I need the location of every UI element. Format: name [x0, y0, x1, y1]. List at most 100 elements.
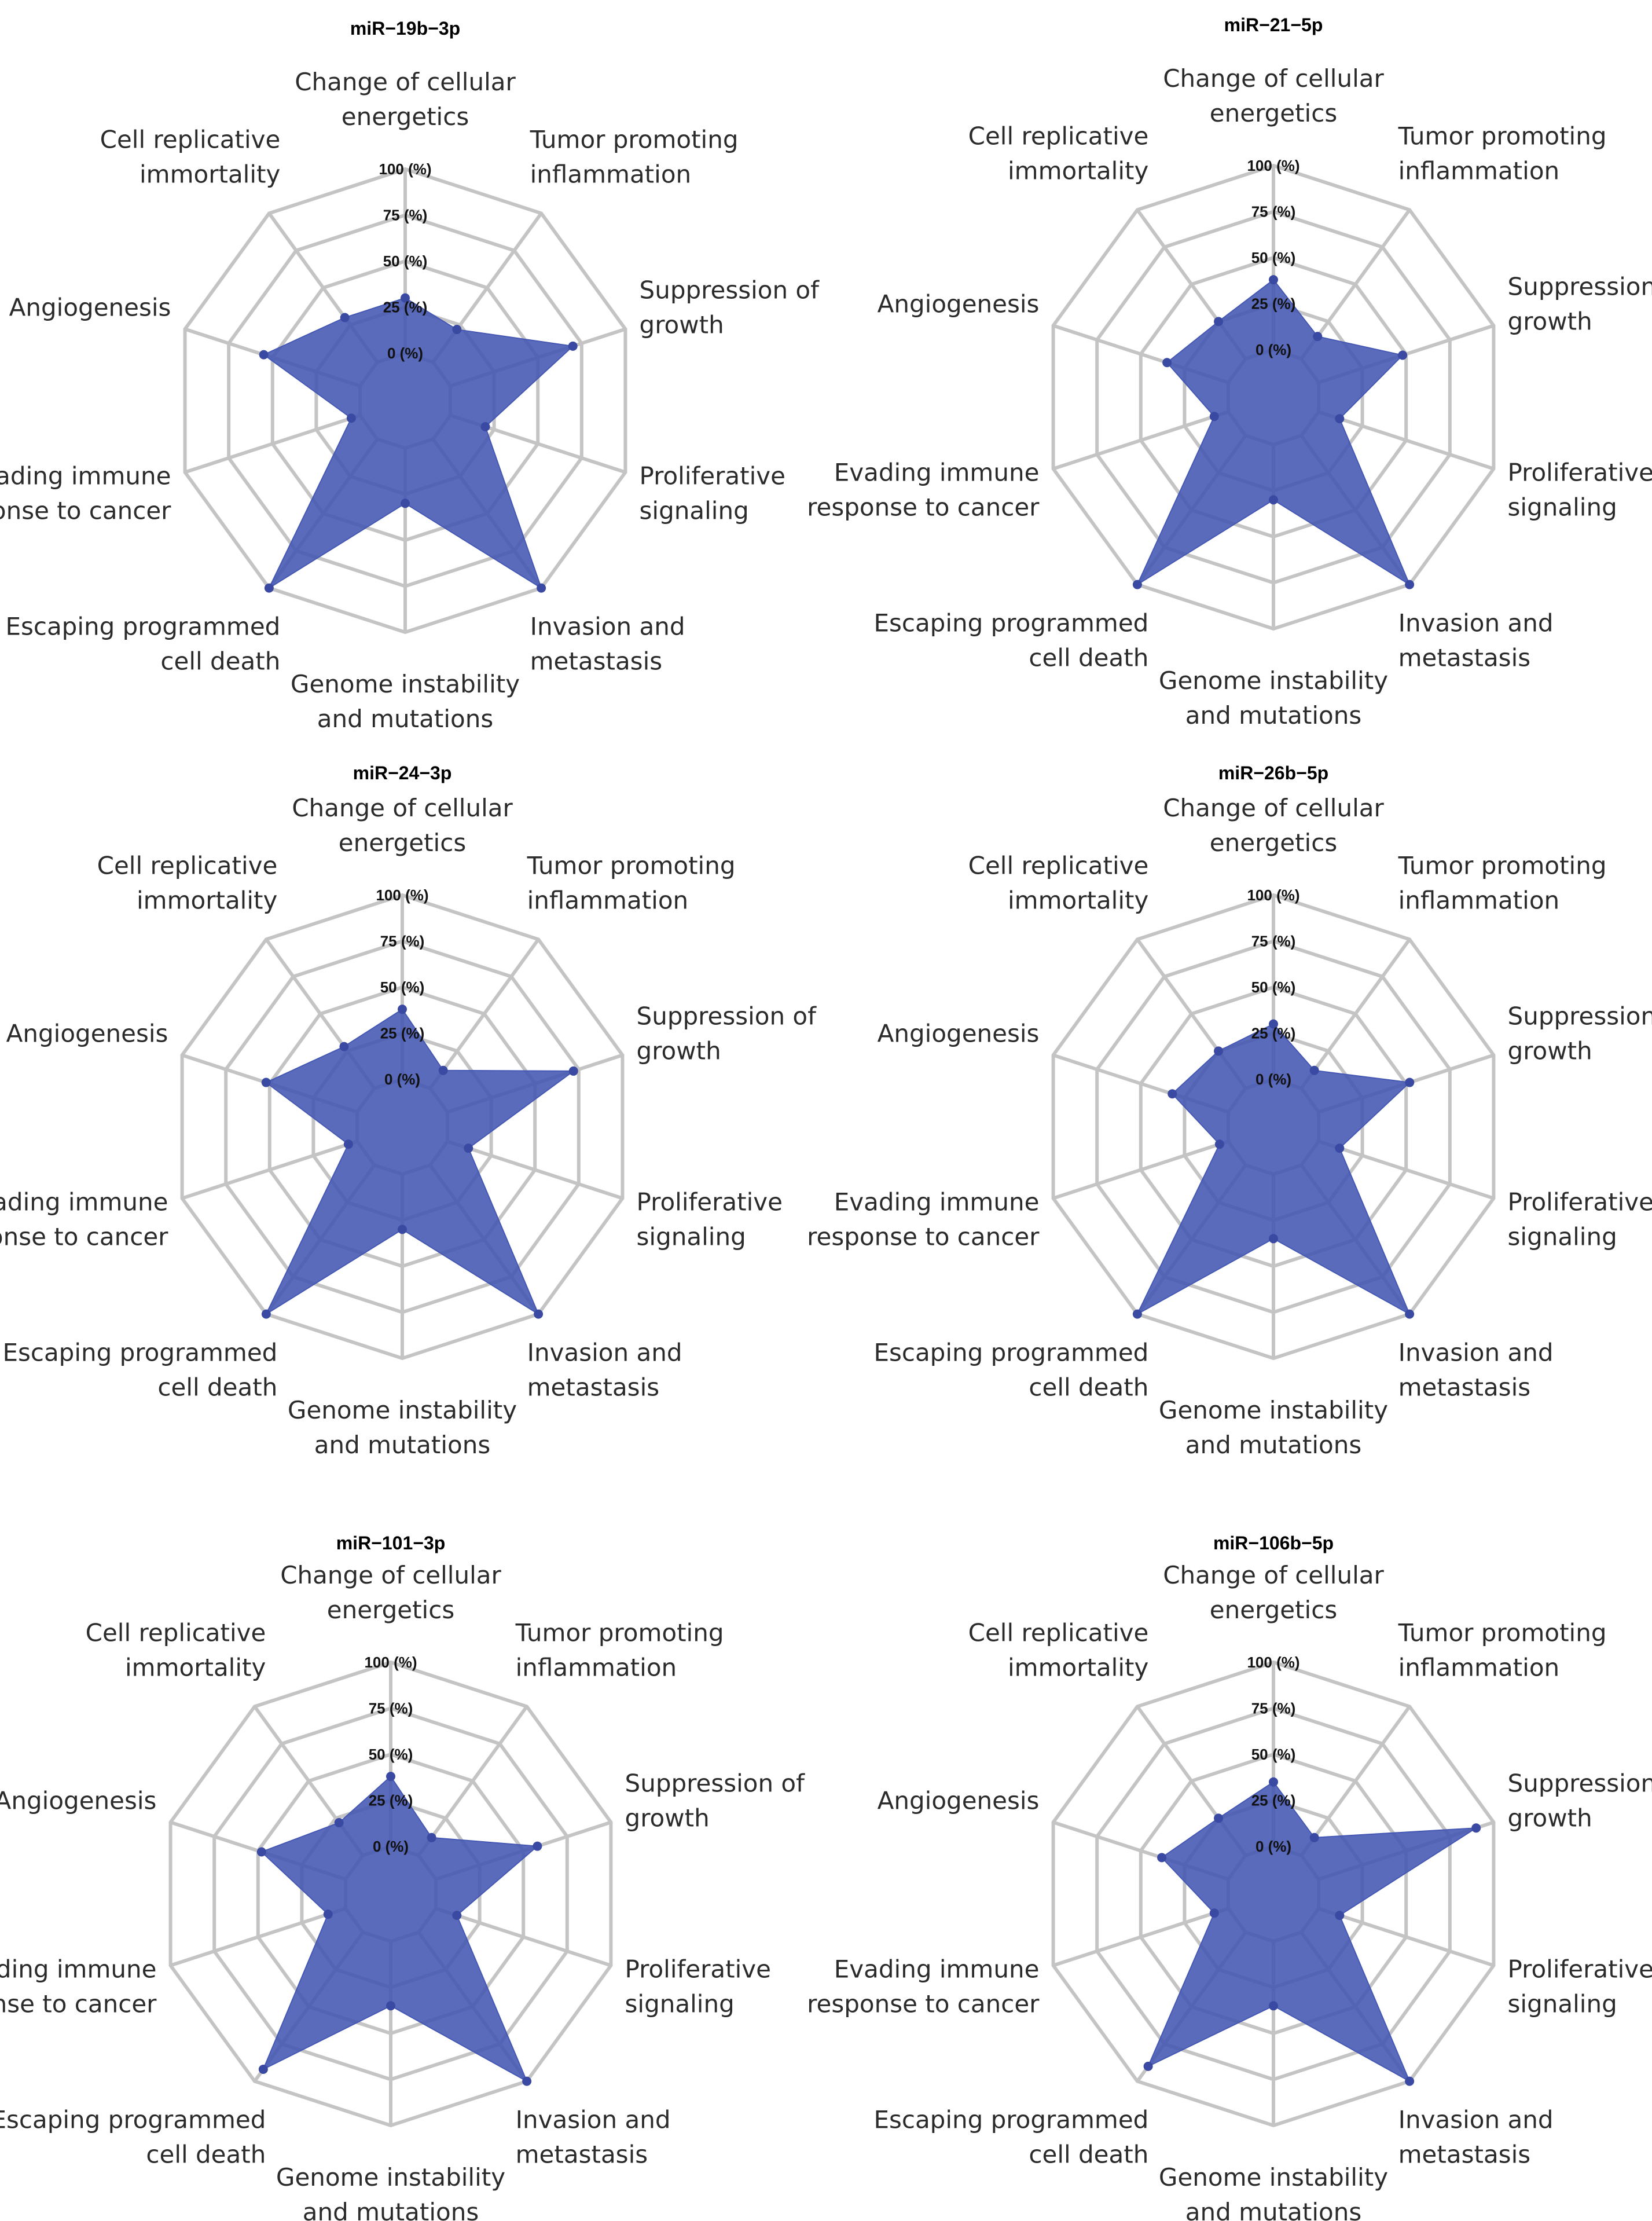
axis-label-angiogenesis: Angiogenesis	[6, 1019, 168, 1047]
axis-spoke	[417, 1705, 528, 1857]
tick-label: 25 (%)	[369, 1792, 413, 1809]
data-point	[1214, 1813, 1224, 1823]
data-point	[261, 1309, 271, 1319]
tick-label: 0 (%)	[1255, 1838, 1291, 1855]
data-point	[340, 313, 350, 322]
data-point	[1405, 1077, 1415, 1087]
tick-label: 50 (%)	[1251, 1746, 1296, 1763]
tick-label: 75 (%)	[1251, 203, 1296, 221]
data-point	[1405, 580, 1415, 589]
data-point	[1132, 580, 1142, 589]
axis-label-angiogenesis: Angiogenesis	[0, 1786, 156, 1815]
axis-label-angiogenesis: Angiogenesis	[878, 1019, 1040, 1047]
tick-label: 100 (%)	[376, 886, 428, 904]
data-point	[1157, 1853, 1167, 1863]
data-area	[265, 1009, 574, 1315]
data-point	[1269, 1234, 1278, 1244]
data-point	[261, 1077, 271, 1087]
data-point	[258, 2065, 268, 2075]
data-point	[533, 1841, 542, 1851]
data-point	[522, 2076, 532, 2086]
data-point	[1168, 1089, 1177, 1099]
data-point	[323, 1910, 333, 1919]
tick-label: 50 (%)	[1251, 978, 1296, 996]
data-point	[1309, 1832, 1319, 1842]
axis-spoke	[1318, 1139, 1495, 1200]
tick-label: 25 (%)	[380, 1025, 425, 1042]
data-point	[1471, 1823, 1481, 1833]
data-point	[1335, 1144, 1345, 1153]
tick-label: 100 (%)	[1247, 1654, 1299, 1671]
axis-spoke	[1318, 410, 1495, 471]
data-point	[339, 1042, 349, 1051]
axis-spoke	[447, 1139, 623, 1200]
data-point	[480, 422, 490, 431]
tick-label: 25 (%)	[383, 299, 428, 316]
data-point	[343, 1139, 353, 1149]
tick-label: 50 (%)	[383, 252, 428, 270]
data-point	[1405, 1309, 1415, 1319]
data-point	[1143, 2061, 1153, 2071]
data-point	[427, 1832, 436, 1842]
data-point	[1214, 1139, 1224, 1149]
axis-spoke	[181, 1139, 358, 1200]
tick-label: 50 (%)	[369, 1746, 413, 1763]
data-point	[398, 1225, 407, 1234]
data-point	[334, 1818, 344, 1828]
data-point	[1313, 332, 1323, 342]
axis-spoke	[1052, 1907, 1229, 1967]
axis-spoke	[428, 938, 540, 1090]
data-point	[1309, 1065, 1319, 1075]
tick-label: 25 (%)	[1251, 295, 1296, 313]
data-point	[1269, 1019, 1278, 1029]
panel-title: miR−19b−3p	[350, 18, 460, 39]
tick-label: 0 (%)	[384, 1071, 420, 1088]
panel-title: miR−106b−5p	[1213, 1533, 1334, 1553]
data-point	[401, 293, 410, 303]
axis-spoke	[1318, 1907, 1495, 1967]
tick-label: 100 (%)	[364, 1654, 417, 1671]
tick-label: 0 (%)	[387, 344, 423, 362]
data-point	[568, 1066, 578, 1076]
radar-panel-5: miR−101−3p0 (%)25 (%)50 (%)75 (%)100 (%)…	[0, 1533, 805, 2221]
data-point	[537, 583, 546, 593]
data-point	[534, 1309, 544, 1319]
data-point	[264, 583, 274, 593]
radar-panel-3: miR−24−3p0 (%)25 (%)50 (%)75 (%)100 (%)C…	[0, 763, 817, 1459]
data-point	[386, 1772, 395, 1782]
data-point	[1132, 1309, 1142, 1319]
panel-title: miR−21−5p	[1224, 14, 1323, 35]
axis-spoke	[1052, 1139, 1229, 1200]
tick-label: 75 (%)	[369, 1700, 413, 1717]
tick-label: 100 (%)	[1247, 886, 1299, 904]
data-point	[1214, 317, 1224, 327]
tick-label: 0 (%)	[1255, 1071, 1291, 1088]
tick-label: 0 (%)	[1255, 341, 1291, 358]
tick-label: 25 (%)	[1251, 1792, 1296, 1809]
